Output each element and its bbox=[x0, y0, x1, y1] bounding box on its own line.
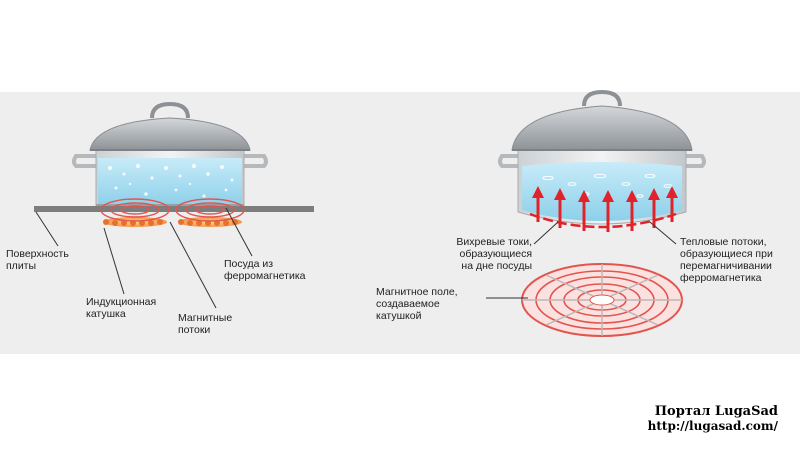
cooktop-surface bbox=[34, 206, 314, 212]
pot-handle-left bbox=[498, 154, 520, 168]
magnetic-flux-loops bbox=[100, 198, 245, 222]
label-induction-coil: Индукционная катушка bbox=[86, 296, 157, 320]
watermark-url: http://lugasad.com/ bbox=[647, 419, 778, 433]
lid-knob bbox=[150, 101, 190, 119]
lid-knob bbox=[582, 89, 622, 107]
left-leader-lines bbox=[35, 207, 253, 309]
coil-glow bbox=[103, 217, 242, 227]
pot-water bbox=[98, 158, 242, 206]
label-magnetic-field: Магнитное поле, создаваемое катушкой bbox=[376, 286, 458, 322]
right-leader-lines bbox=[486, 221, 677, 299]
label-eddy-currents: Вихревые токи, образующиеся на дне посуд… bbox=[456, 236, 532, 272]
water-bubbles bbox=[542, 173, 673, 198]
label-ferromagnetic-cookware: Посуда из ферромагнетика bbox=[224, 258, 306, 282]
pot-lid bbox=[511, 105, 693, 151]
label-heat-flows: Тепловые потоки, образующиеся при перема… bbox=[680, 236, 773, 284]
magnetic-field-coil bbox=[521, 263, 683, 337]
pot-handle-right bbox=[684, 154, 706, 168]
pot-handle-right bbox=[244, 154, 268, 168]
pot-lid bbox=[89, 117, 251, 151]
label-magnetic-fluxes: Магнитные потоки bbox=[178, 312, 233, 336]
pot-handle-left bbox=[72, 154, 96, 168]
watermark-title: Портал LugaSad bbox=[654, 404, 778, 419]
label-cooktop-surface: Поверхность плиты bbox=[6, 248, 69, 272]
watermark: Портал LugaSad http://lugasad.com/ bbox=[648, 404, 778, 433]
eddy-current-ring bbox=[529, 212, 677, 229]
left-pot bbox=[72, 101, 268, 209]
pot-water bbox=[522, 162, 682, 221]
water-bubbles bbox=[108, 163, 234, 198]
